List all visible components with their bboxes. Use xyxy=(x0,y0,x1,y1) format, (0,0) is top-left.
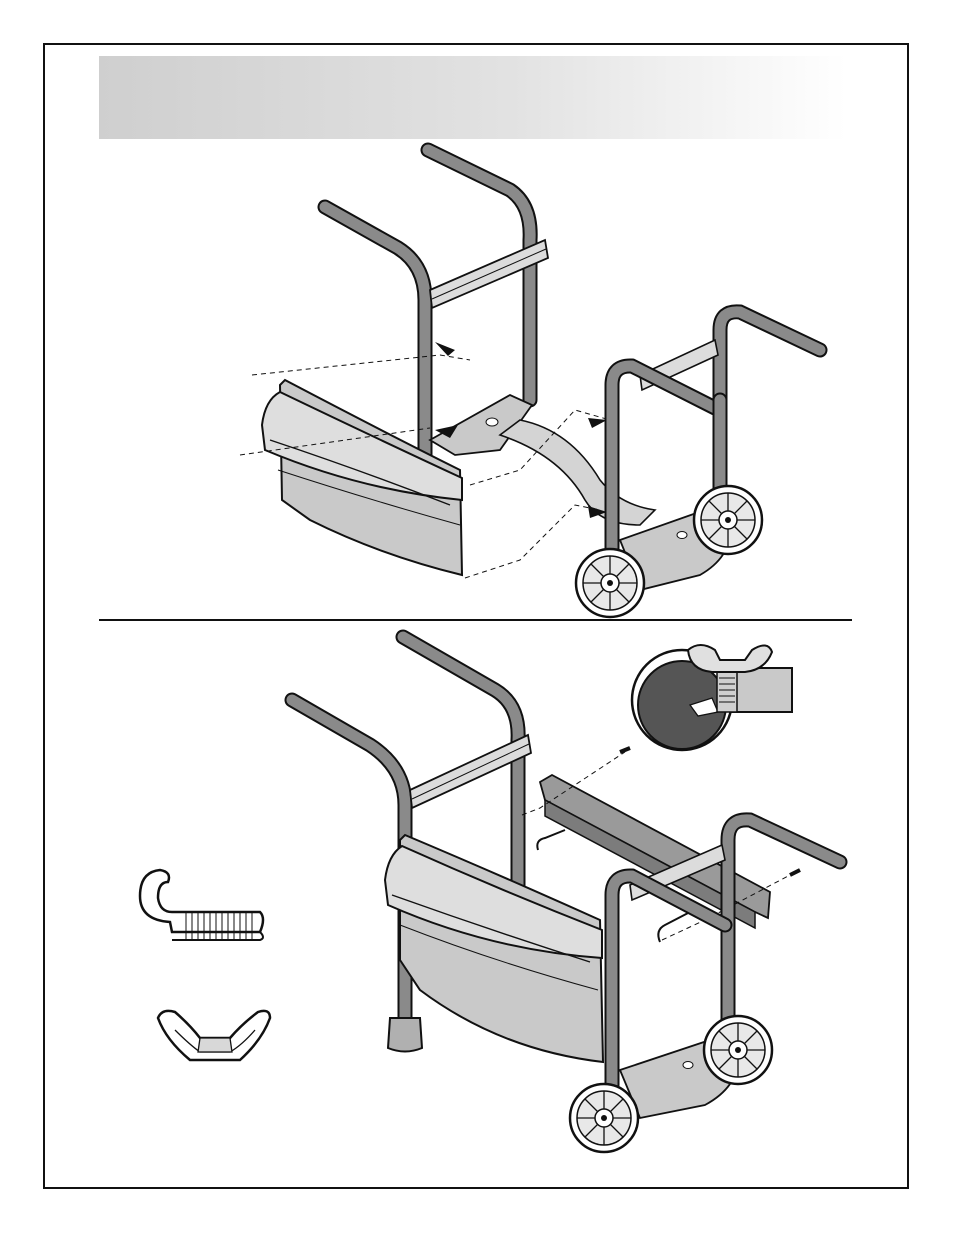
bottom-rear-wheel xyxy=(704,1016,772,1084)
bottom-figure-assembled-cart xyxy=(292,637,840,1152)
j-bolt-icon xyxy=(140,870,263,940)
wing-nut-icon xyxy=(158,1011,270,1060)
bottom-foot xyxy=(388,1018,422,1052)
top-rear-wheel xyxy=(694,486,762,554)
wing-nut-detail-inset xyxy=(632,645,792,750)
top-front-wheel xyxy=(576,549,644,617)
top-figure-cart-frame xyxy=(240,150,820,617)
bottom-front-wheel xyxy=(570,1084,638,1152)
top-base-connector xyxy=(430,395,655,525)
